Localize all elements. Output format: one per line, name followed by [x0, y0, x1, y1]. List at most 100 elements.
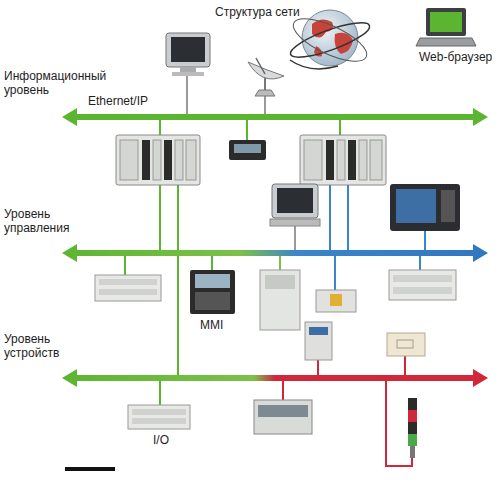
laptop-part [430, 12, 462, 32]
laptop-part [416, 38, 476, 46]
drive-part [260, 270, 300, 330]
wires-part [159, 381, 161, 405]
plc-rack-part [153, 140, 161, 180]
drive [260, 270, 300, 330]
beige-box-part [387, 333, 425, 356]
level-label: Web-браузер [419, 50, 492, 64]
io-block-part [132, 418, 186, 424]
io-module [95, 275, 161, 301]
plc-rack-part [359, 140, 367, 180]
io-module-part [389, 270, 456, 300]
workstation [166, 33, 210, 76]
stack-light-part [408, 410, 417, 422]
io-module-part [393, 275, 452, 282]
workstation-part [166, 33, 210, 67]
panel-device-part [234, 144, 261, 153]
io-block-part [128, 405, 190, 429]
satellite-dish-part [256, 58, 265, 74]
wires-part [279, 256, 281, 270]
level-label: Уровень устройств [4, 332, 86, 360]
wires-part [419, 256, 421, 270]
hmi-panel-part [396, 189, 436, 223]
stack-light-part [408, 398, 417, 410]
globe-part [335, 33, 353, 54]
stack-light-part [410, 446, 415, 458]
workstation-part [277, 188, 313, 213]
satellite-dish-part [248, 62, 284, 79]
workstation-part [180, 67, 196, 72]
sensor-module-part [330, 294, 342, 306]
wires-part [424, 231, 426, 250]
io-module-part [99, 279, 157, 285]
laptop-part [426, 8, 466, 36]
sensor-module-part [316, 290, 356, 312]
satellite-dish [248, 58, 284, 96]
stack-light [408, 398, 417, 458]
stack-light-part [408, 422, 417, 434]
plc-rack-part [142, 140, 150, 180]
plc-rack-part [326, 140, 334, 180]
globe-part [288, 10, 372, 69]
plc-rack-part [175, 140, 183, 180]
workstation-part [171, 37, 205, 62]
information-bus [62, 108, 488, 126]
hmi-panel-part [441, 190, 455, 222]
wires-part [186, 76, 188, 114]
wires-part [159, 120, 161, 135]
wires-part [211, 256, 213, 270]
plc-rack-part [116, 135, 200, 185]
wires-part [294, 226, 296, 250]
panel-device [229, 140, 266, 160]
plc-rack-part [370, 140, 382, 180]
wires-part [329, 185, 331, 250]
mmi-terminal-part [190, 270, 235, 314]
plc-rack [116, 135, 200, 185]
workstation-part [272, 184, 318, 218]
globe [287, 10, 373, 70]
level-label: Структура сети [215, 5, 300, 19]
wires-part [282, 381, 284, 400]
device-block [254, 400, 312, 434]
drive-part [265, 275, 295, 289]
io-block-part [132, 409, 186, 415]
starter-device-part [309, 327, 328, 335]
plc-rack-part [300, 135, 386, 185]
wires-part [334, 256, 336, 290]
io-block [128, 405, 190, 429]
laptop [416, 8, 476, 46]
starter-device [305, 322, 332, 360]
level-label: Уровень управления [4, 207, 86, 235]
level-label: I/O [153, 433, 169, 447]
hmi-panel-part [390, 184, 460, 231]
plc-rack-part [304, 140, 322, 180]
workstation [270, 184, 320, 226]
wires-part [404, 356, 406, 375]
mmi-terminal-part [195, 292, 230, 310]
level-label: Ethernet/IP [88, 94, 148, 108]
wires-part [339, 120, 341, 135]
workstation-part [172, 72, 204, 76]
control-bus [62, 244, 488, 262]
plc-rack-part [120, 140, 138, 180]
io-module-part [99, 289, 157, 295]
level-label: MMI [200, 318, 223, 332]
plc-rack-part [348, 140, 356, 180]
starter-device-part [305, 322, 332, 360]
wires-part [159, 185, 161, 250]
plc-rack-part [337, 140, 345, 180]
workstation-part [270, 219, 320, 226]
panel-device-part [229, 140, 266, 160]
wires-part [177, 185, 179, 375]
scale-bar [65, 467, 115, 471]
plc-rack-part [186, 140, 196, 180]
hmi-panel [390, 184, 460, 231]
beige-box-part [397, 340, 413, 348]
device-block-part [254, 400, 312, 434]
globe-part [290, 60, 338, 69]
plc-rack-part [164, 140, 172, 180]
mmi-terminal-part [195, 274, 230, 288]
wires-part [347, 185, 349, 250]
io-module-part [95, 275, 161, 301]
io-module-part [393, 287, 452, 294]
wires-part [246, 120, 248, 140]
